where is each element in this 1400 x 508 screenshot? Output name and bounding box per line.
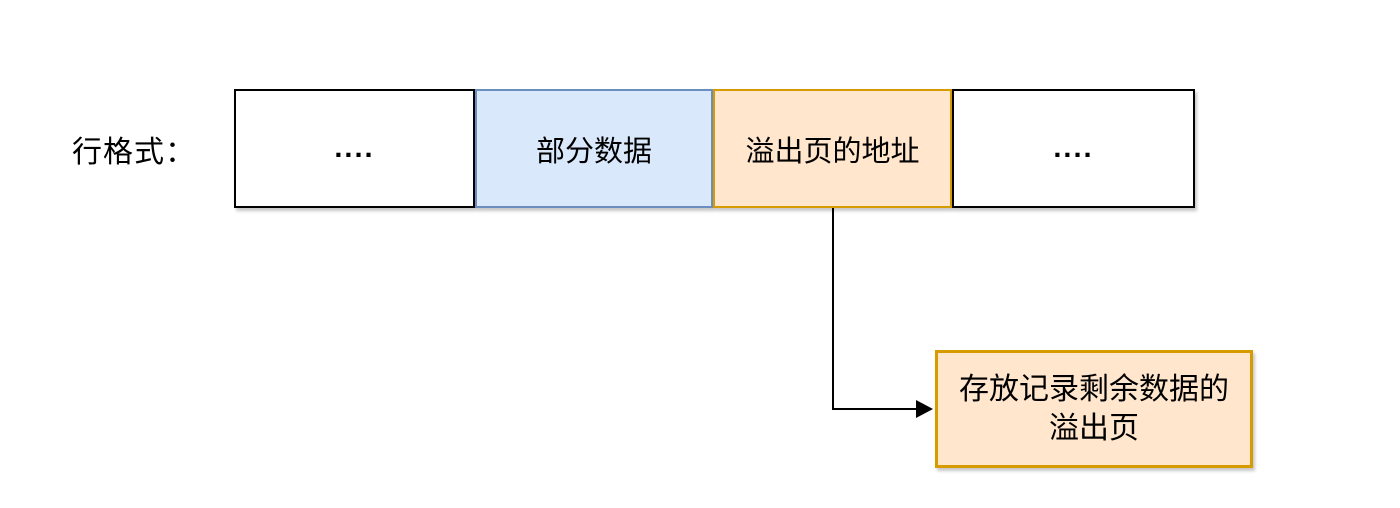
row-format-label: 行格式： bbox=[72, 135, 196, 169]
overflow-page-box-label-line1: 存放记录剩余数据的 bbox=[959, 373, 1229, 406]
overflow-page-box: 存放记录剩余数据的 溢出页 bbox=[935, 350, 1253, 468]
arrow-vertical-segment bbox=[832, 208, 834, 410]
cell-partial-data-label: 部分数据 bbox=[535, 135, 652, 168]
cell-overflow-page-address: 溢出页的地址 bbox=[713, 89, 952, 208]
arrow-horizontal-segment bbox=[832, 408, 918, 410]
cell-overflow-page-address-label: 溢出页的地址 bbox=[745, 135, 920, 168]
cell-ellipsis-right: .... bbox=[952, 89, 1195, 208]
cell-ellipsis-right-label: .... bbox=[1053, 132, 1094, 164]
row-format-bar: .... 部分数据 溢出页的地址 .... bbox=[234, 89, 1195, 208]
cell-partial-data: 部分数据 bbox=[475, 89, 713, 208]
cell-ellipsis-left: .... bbox=[234, 89, 475, 208]
overflow-page-box-label-line2: 溢出页 bbox=[1049, 412, 1139, 445]
arrow-head-icon bbox=[916, 400, 933, 418]
cell-ellipsis-left-label: .... bbox=[334, 132, 375, 164]
